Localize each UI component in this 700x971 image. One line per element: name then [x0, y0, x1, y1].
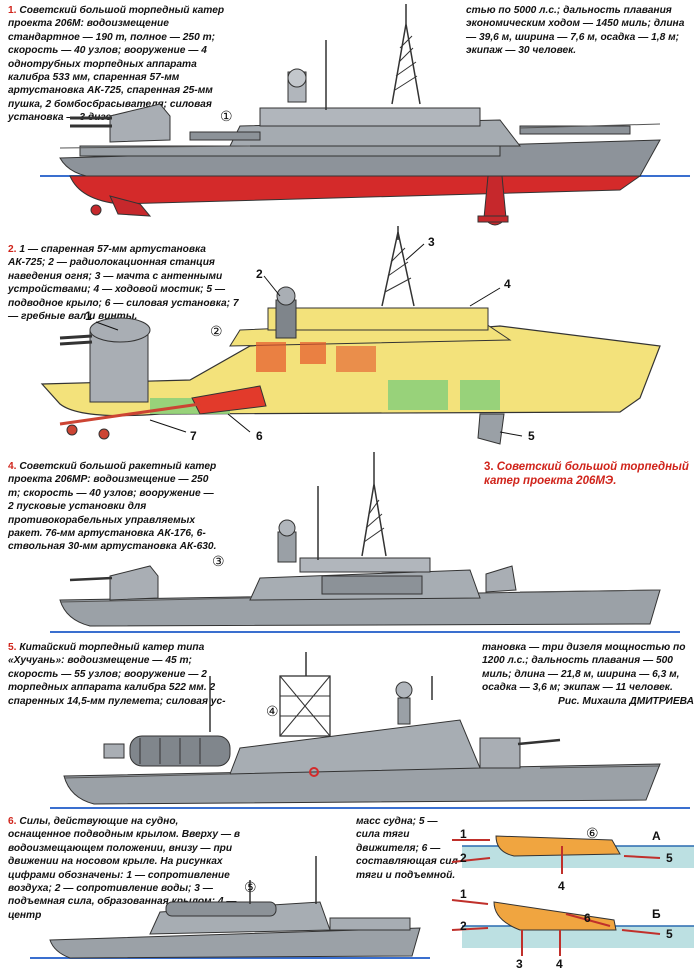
- caption-6b: масс судна; 5 — сила тяги движителя; 6 —…: [356, 816, 458, 881]
- ship-4-drawing: ④: [50, 652, 690, 809]
- diagram-force-2: 2: [460, 851, 467, 865]
- figure-marker-3: ③: [212, 555, 225, 570]
- caption-5a: 5. Китайский торпедный катер типа «Хучуа…: [8, 642, 226, 707]
- callout-1: 1: [85, 309, 92, 323]
- diagram-marker: ⑥: [586, 827, 599, 842]
- callout-6: 6: [256, 429, 263, 443]
- caption-1b: стью по 5000 л.с.; дальность плавания эк…: [466, 5, 685, 57]
- diagram-label-bottom: Б: [652, 907, 661, 921]
- illustration-credit: Рис. Михаила ДМИТРИЕВА: [558, 695, 694, 707]
- figure-marker-2: ②: [210, 325, 223, 340]
- diagram-force-6: 6: [584, 911, 591, 925]
- callout-3: 3: [428, 235, 435, 249]
- diagram-force-2b: 2: [460, 919, 467, 933]
- diagram-force-5b: 5: [666, 927, 673, 941]
- callout-7: 7: [190, 429, 197, 443]
- figure-marker-4: ④: [266, 705, 279, 720]
- callout-2: 2: [256, 267, 263, 281]
- diagram-label-top: А: [652, 829, 661, 843]
- caption-3: 3. Советский большой торпедный катер про…: [484, 461, 689, 487]
- callout-5: 5: [528, 429, 535, 443]
- ship-5-drawing: ⑤: [30, 856, 430, 959]
- callout-4: 4: [504, 277, 511, 291]
- caption-6a: 6. Силы, действующие на судно, оснащенно…: [8, 816, 240, 921]
- caption-2: 2. 1 — спаренная 57-мм артустановка АК-7…: [8, 244, 239, 323]
- diagram-force-4b: 4: [556, 957, 563, 971]
- diagram-force-1b: 1: [460, 887, 467, 901]
- diagram-force-3: 3: [516, 957, 523, 971]
- figure-marker-5: ⑤: [244, 881, 257, 896]
- ship-2-cutaway-drawing: 1 2 3 4 5 6 7 ②: [40, 226, 661, 445]
- hydrofoil-force-diagram: ⑥ А 1 2 4 5 Б 1 2 3 4 5 6: [451, 827, 694, 971]
- ship-1-drawing: ①: [40, 4, 690, 226]
- figure-marker-1: ①: [220, 110, 233, 125]
- diagram-force-1: 1: [460, 827, 467, 841]
- diagram-force-5: 5: [666, 851, 673, 865]
- caption-5b: тановка — три дизеля мощностью по 1200 л…: [482, 642, 694, 707]
- diagram-force-4: 4: [558, 879, 565, 893]
- ship-3-drawing: ③: [50, 452, 680, 633]
- caption-4: 4. Советский большой ракетный катер прое…: [8, 461, 217, 553]
